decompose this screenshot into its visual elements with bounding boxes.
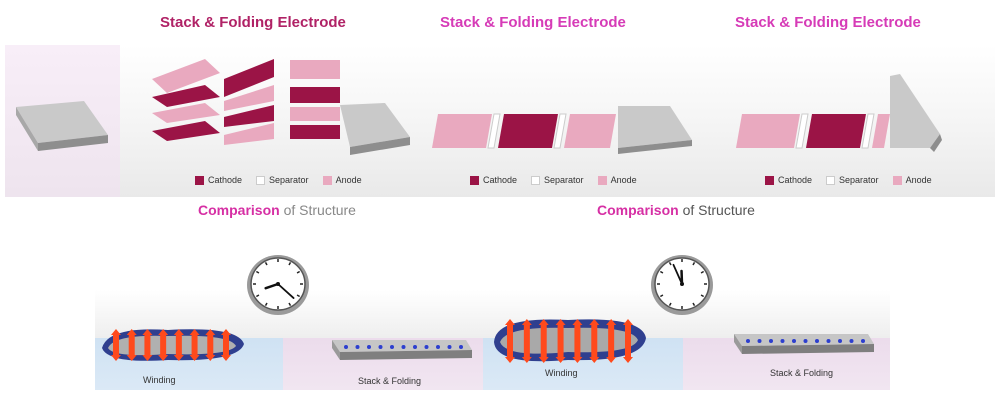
swelling-arrow bbox=[126, 345, 137, 361]
swelling-arrow bbox=[221, 345, 231, 361]
clock-tick bbox=[692, 302, 696, 307]
swelling-arrow bbox=[572, 319, 583, 341]
panel-3-title: Stack & Folding Electrode bbox=[735, 14, 921, 31]
clock-icon-left bbox=[247, 255, 309, 315]
clock-tick bbox=[255, 270, 260, 274]
swelling-arrow bbox=[589, 341, 600, 363]
pressure-dot bbox=[757, 339, 762, 343]
swelling-arrow bbox=[623, 319, 633, 341]
clock-tick bbox=[288, 261, 292, 266]
pressure-dot bbox=[769, 339, 773, 343]
pressure-dot bbox=[344, 345, 348, 349]
swelling-arrow bbox=[606, 341, 617, 363]
pressure-dot bbox=[838, 339, 842, 343]
clock-tick bbox=[288, 302, 292, 307]
flat-electrode-strip bbox=[432, 106, 692, 154]
clock-tick bbox=[296, 270, 301, 274]
pressure-dot bbox=[746, 339, 750, 343]
electrode-layer bbox=[152, 103, 340, 127]
pressure-dot bbox=[401, 345, 406, 349]
pressure-dot bbox=[424, 345, 429, 349]
electrode-layer bbox=[152, 59, 340, 97]
swelling-arrow bbox=[142, 345, 153, 361]
swelling-arrow bbox=[521, 319, 532, 341]
swelling-arrow bbox=[538, 319, 549, 341]
swelling-arrow bbox=[555, 319, 566, 341]
swelling-arrow bbox=[189, 345, 200, 361]
stacked-electrodes-illustration bbox=[152, 59, 410, 155]
pressure-dot bbox=[792, 339, 796, 343]
swelling-arrow bbox=[111, 329, 121, 345]
pressure-dot bbox=[861, 339, 865, 343]
clock-tick bbox=[668, 261, 672, 266]
clock-tick bbox=[255, 294, 260, 298]
panel-2-title: Stack & Folding Electrode bbox=[440, 14, 626, 31]
pressure-dot bbox=[459, 345, 463, 349]
swelling-arrow bbox=[505, 319, 515, 341]
clock-tick bbox=[659, 270, 664, 274]
pressure-dot bbox=[390, 345, 394, 349]
folding-electrode-strip bbox=[736, 74, 942, 152]
comparison-title-right: Comparison of Structure bbox=[597, 202, 755, 218]
clock-tick bbox=[668, 302, 672, 307]
winding-label-left: Winding bbox=[143, 375, 176, 385]
winding-cell-swollen-left bbox=[102, 329, 244, 361]
panel-1-title: Stack & Folding Electrode bbox=[160, 14, 346, 31]
swelling-arrow bbox=[505, 341, 515, 363]
swelling-arrow bbox=[589, 319, 600, 341]
swelling-arrow bbox=[189, 329, 200, 345]
swelling-arrow bbox=[173, 329, 184, 345]
folded-cell bbox=[340, 103, 410, 155]
pressure-dot bbox=[436, 345, 440, 349]
electrode-layer bbox=[152, 121, 340, 145]
swelling-arrow bbox=[205, 329, 216, 345]
winding-label-right: Winding bbox=[545, 368, 578, 378]
pressure-dot bbox=[447, 345, 452, 349]
pressure-dot bbox=[849, 339, 854, 343]
clock-tick bbox=[700, 270, 705, 274]
electrode-layer bbox=[152, 85, 340, 111]
clock-tick bbox=[659, 294, 664, 298]
swelling-arrow bbox=[606, 319, 617, 341]
swelling-arrow bbox=[623, 341, 633, 363]
pressure-dot bbox=[367, 345, 371, 349]
stack-folding-cell-left bbox=[332, 340, 472, 360]
bottom-backdrop bbox=[95, 290, 890, 338]
clock-tick bbox=[692, 261, 696, 266]
pressure-dot bbox=[378, 345, 383, 349]
stack-folding-cell-right bbox=[734, 334, 874, 354]
pressure-dot bbox=[826, 339, 831, 343]
battery-cell-standalone bbox=[16, 101, 108, 151]
swelling-arrow bbox=[555, 341, 566, 363]
pressure-dot bbox=[815, 339, 819, 343]
swelling-arrow bbox=[111, 345, 121, 361]
swelling-arrow bbox=[142, 329, 153, 345]
panel-2-legend: Cathode Separator Anode bbox=[470, 175, 637, 185]
pressure-dot bbox=[780, 339, 785, 343]
pressure-dot bbox=[355, 345, 360, 349]
swelling-arrow bbox=[126, 329, 137, 345]
clock-tick bbox=[264, 302, 268, 307]
comparison-title-left: Comparison of Structure bbox=[198, 202, 356, 218]
swelling-arrow bbox=[521, 341, 532, 363]
winding-cell-swollen-right bbox=[494, 319, 646, 363]
swelling-arrow bbox=[538, 341, 549, 363]
clock-tick bbox=[296, 294, 301, 298]
panel-1-legend: Cathode Separator Anode bbox=[195, 175, 362, 185]
pressure-dot bbox=[803, 339, 808, 343]
clock-tick bbox=[700, 294, 705, 298]
swelling-arrow bbox=[173, 345, 184, 361]
clock-tick bbox=[264, 261, 268, 266]
swelling-arrow bbox=[158, 329, 169, 345]
swelling-arrow bbox=[205, 345, 216, 361]
swelling-arrow bbox=[158, 345, 169, 361]
swelling-arrow bbox=[572, 341, 583, 363]
swelling-arrow bbox=[221, 329, 231, 345]
stack-folding-label-left: Stack & Folding bbox=[358, 376, 422, 386]
stack-folding-label-right: Stack & Folding bbox=[770, 368, 834, 378]
clock-icon-right bbox=[651, 255, 713, 315]
pressure-dot bbox=[413, 345, 417, 349]
panel-3-legend: Cathode Separator Anode bbox=[765, 175, 932, 185]
